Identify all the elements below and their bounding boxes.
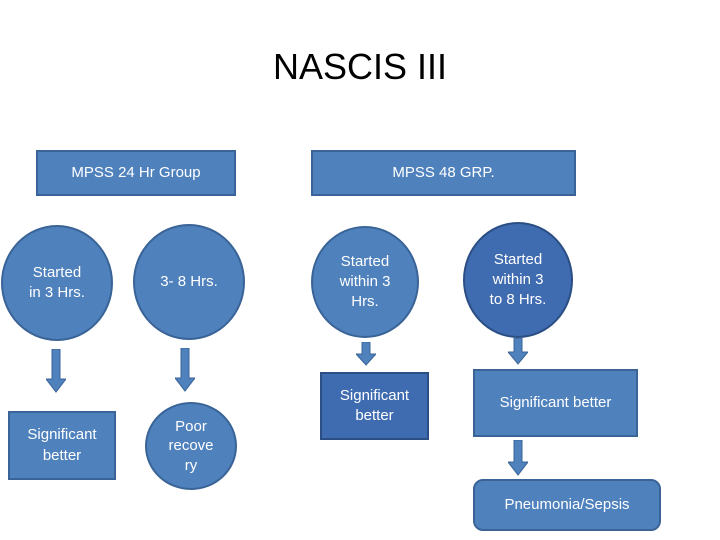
box-label: Significant better [339, 386, 410, 424]
significant-better-48hr-late-box: Significant better [473, 369, 638, 437]
circle-label: Started within 3 to 8 Hrs. [489, 250, 547, 309]
diagram-title: NASCIS III [272, 46, 448, 87]
mpss-24hr-group-box: MPSS 24 Hr Group [36, 150, 236, 196]
pneumonia-sepsis-box: Pneumonia/Sepsis [473, 479, 661, 531]
poor-recovery-circle: Poor recove ry [145, 402, 237, 490]
3-8-hrs-circle: 3- 8 Hrs. [133, 224, 245, 340]
arrow-circle4-to-result4 [508, 338, 528, 365]
started-within-3-to-8-hrs-circle: Started within 3 to 8 Hrs. [463, 222, 573, 338]
arrow-circle1-to-result1 [46, 349, 66, 393]
circle-label: 3- 8 Hrs. [160, 272, 218, 290]
mpss-48-grp-box: MPSS 48 GRP. [311, 150, 576, 196]
significant-better-48hr-box: Significant better [320, 372, 429, 440]
significant-better-24hr-box: Significant better [8, 411, 116, 480]
started-in-3-hrs-circle: Started in 3 Hrs. [1, 225, 113, 341]
started-within-3-hrs-circle: Started within 3 Hrs. [311, 226, 419, 338]
circle-label: Started within 3 Hrs. [339, 252, 391, 311]
box-label: Significant better [27, 426, 97, 464]
circle-label: Started in 3 Hrs. [29, 263, 85, 301]
arrow-circle3-to-result3 [356, 342, 376, 366]
circle-label: Poor recove ry [168, 417, 214, 474]
arrow-result4-to-pneumonia [508, 440, 528, 476]
arrow-circle2-to-result2 [175, 348, 195, 392]
